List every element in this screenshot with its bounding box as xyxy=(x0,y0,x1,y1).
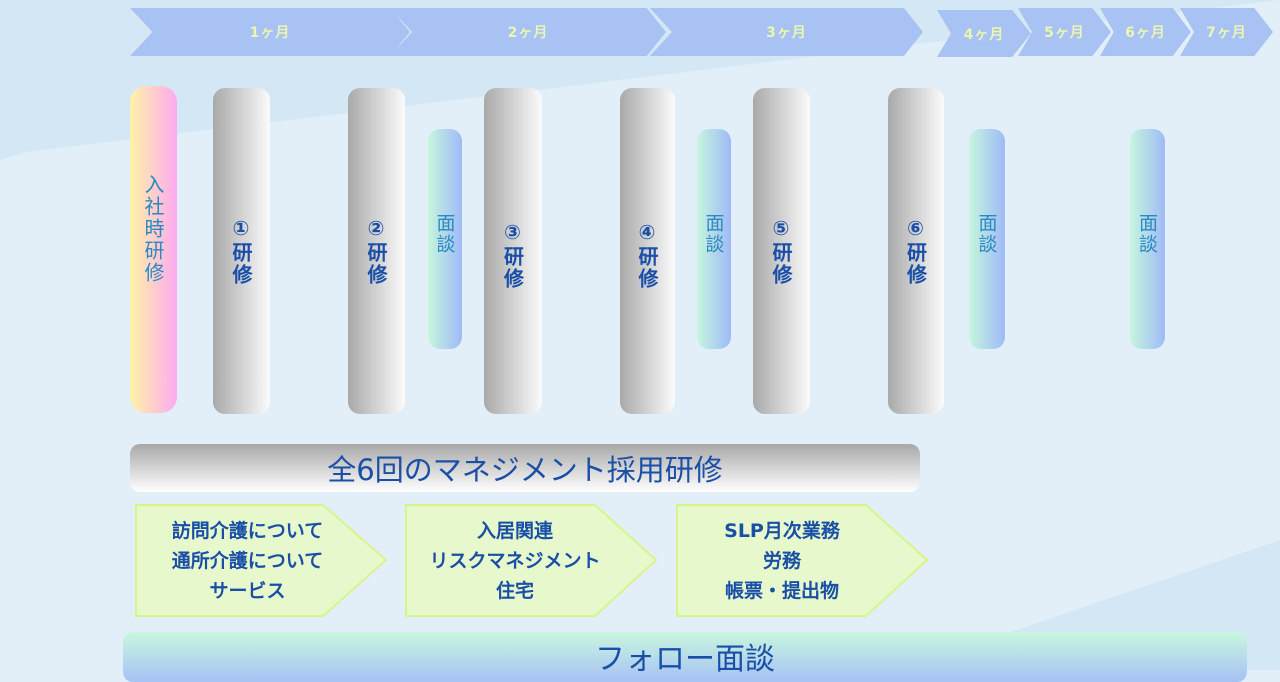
month-label: 7ヶ月 xyxy=(1206,25,1247,41)
month-7: 7ヶ月 xyxy=(1180,8,1273,56)
program-bar: 全6回のマネジメント採用研修 xyxy=(130,444,920,492)
month-4: 4ヶ月 xyxy=(937,10,1031,57)
interview-label: 面談 xyxy=(702,213,725,255)
training-5: ⑤研修 xyxy=(753,88,810,414)
follow-up-label: フォロー面談 xyxy=(595,642,775,677)
topic-line: 入居関連 xyxy=(476,519,553,542)
topic-line: サービス xyxy=(209,579,286,602)
training-label: ⑤研修 xyxy=(769,216,793,286)
interview-1: 面談 xyxy=(428,129,462,349)
entry-training-label: 入社時研修 xyxy=(141,174,165,284)
month-label: 1ヶ月 xyxy=(249,25,291,41)
interview-2: 面談 xyxy=(697,129,731,349)
topic-line: 通所介護について xyxy=(171,549,324,572)
interview-3: 面談 xyxy=(969,129,1005,349)
month-5: 5ヶ月 xyxy=(1018,8,1111,56)
interview-label: 面談 xyxy=(975,213,998,255)
month-label: 3ヶ月 xyxy=(766,25,807,41)
training-3: ③研修 xyxy=(484,88,542,414)
program-bar-label: 全6回のマネジメント採用研修 xyxy=(327,453,723,487)
training-6: ⑥研修 xyxy=(888,88,944,414)
month-label: 2ヶ月 xyxy=(507,25,549,41)
entry-training: 入社時研修 xyxy=(130,86,177,413)
interview-4: 面談 xyxy=(1130,129,1165,349)
month-label: 5ヶ月 xyxy=(1044,25,1085,41)
topic-line: 住宅 xyxy=(495,579,534,602)
topic-line: リスクマネジメント xyxy=(429,549,601,572)
training-label: ③研修 xyxy=(500,220,525,290)
interview-label: 面談 xyxy=(1136,213,1158,255)
topic-line: 帳票・提出物 xyxy=(724,579,839,602)
training-label: ⑥研修 xyxy=(903,216,928,286)
training-4: ④研修 xyxy=(620,88,675,414)
month-label: 4ヶ月 xyxy=(963,26,1005,43)
topic-line: 訪問介護について xyxy=(171,519,324,542)
topic-chevron-2: 入居関連リスクマネジメント住宅 xyxy=(405,504,658,617)
month-3: 3ヶ月 xyxy=(650,8,923,56)
month-1: 1ヶ月 xyxy=(130,8,410,56)
training-label: ②研修 xyxy=(364,216,388,286)
month-6: 6ヶ月 xyxy=(1100,8,1191,56)
topic-chevron-1: 訪問介護について通所介護についてサービス xyxy=(135,504,388,617)
training-label: ①研修 xyxy=(229,216,253,286)
training-label: ④研修 xyxy=(635,220,659,290)
month-label: 6ヶ月 xyxy=(1125,25,1166,41)
topic-line: SLP月次業務 xyxy=(724,519,840,542)
topic-chevron-3: SLP月次業務労務帳票・提出物 xyxy=(676,504,929,617)
follow-up-bar: フォロー面談 xyxy=(123,632,1247,682)
month-2: 2ヶ月 xyxy=(390,8,666,56)
training-1: ①研修 xyxy=(213,88,270,414)
interview-label: 面談 xyxy=(433,213,456,255)
training-2: ②研修 xyxy=(348,88,405,414)
topic-line: 労務 xyxy=(762,549,801,572)
